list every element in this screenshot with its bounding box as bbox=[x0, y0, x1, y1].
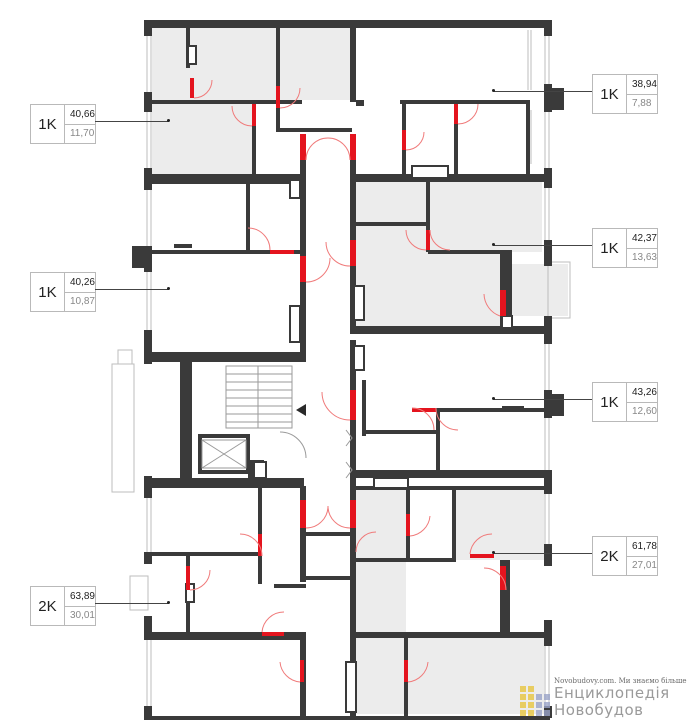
total-area: 42,37 bbox=[626, 229, 657, 249]
apartment-card-left-2[interactable]: 1K 40,26 10,87 bbox=[30, 272, 96, 312]
apartment-type: 1K bbox=[593, 383, 627, 421]
leader-line bbox=[95, 603, 169, 604]
total-area: 40,66 bbox=[64, 105, 95, 125]
total-area: 38,94 bbox=[626, 75, 657, 95]
entry-arrow-icon bbox=[296, 404, 306, 416]
shafts bbox=[185, 45, 513, 713]
total-area: 40,26 bbox=[64, 273, 95, 293]
windows bbox=[111, 30, 571, 706]
living-area: 30,01 bbox=[69, 610, 95, 622]
leader-dot bbox=[492, 89, 495, 92]
leader-line bbox=[95, 121, 169, 122]
leader-line bbox=[494, 553, 592, 554]
leader-line bbox=[95, 289, 169, 290]
leader-dot bbox=[167, 601, 170, 604]
apartment-card-right-1[interactable]: 1K 38,94 7,88 bbox=[592, 74, 658, 114]
leader-line bbox=[494, 399, 592, 400]
leader-line bbox=[494, 91, 592, 92]
apartment-card-right-4[interactable]: 2K 61,78 27,01 bbox=[592, 536, 658, 576]
doors bbox=[186, 78, 507, 683]
apartment-type: 2K bbox=[593, 537, 627, 575]
watermark-site: Novobudovy.com. Ми знаємо більше bbox=[554, 677, 687, 685]
leader-dot bbox=[167, 119, 170, 122]
living-area: 13,63 bbox=[631, 252, 657, 264]
apartment-type: 1K bbox=[593, 229, 627, 267]
stairs bbox=[201, 365, 353, 479]
walls bbox=[132, 20, 564, 720]
total-area: 61,78 bbox=[626, 537, 657, 557]
apartment-type: 1K bbox=[31, 273, 65, 311]
living-area: 7,88 bbox=[631, 98, 652, 110]
watermark-line2: Новобудов bbox=[554, 701, 644, 719]
apartment-type: 2K bbox=[31, 587, 65, 625]
apartment-card-left-3[interactable]: 2K 63,89 30,01 bbox=[30, 586, 96, 626]
apartment-card-left-1[interactable]: 1K 40,66 11,70 bbox=[30, 104, 96, 144]
leader-dot bbox=[492, 551, 495, 554]
total-area: 43,26 bbox=[626, 383, 657, 403]
apartment-type: 1K bbox=[31, 105, 65, 143]
living-area: 27,01 bbox=[631, 560, 657, 572]
apartment-card-right-3[interactable]: 1K 43,26 12,60 bbox=[592, 382, 658, 422]
leader-dot bbox=[167, 287, 170, 290]
leader-dot bbox=[492, 243, 495, 246]
watermark-line1: Енциклопедія bbox=[554, 684, 670, 702]
living-area: 12,60 bbox=[631, 406, 657, 418]
apartment-type: 1K bbox=[593, 75, 627, 113]
living-area: 10,87 bbox=[69, 296, 95, 308]
watermark: Novobudovy.com. Ми знаємо більше Енцикло… bbox=[518, 676, 687, 721]
encyclopedia-logo-icon bbox=[520, 686, 550, 716]
living-area: 11,70 bbox=[69, 128, 95, 140]
leader-line bbox=[494, 245, 592, 246]
leader-dot bbox=[492, 397, 495, 400]
apartment-card-right-2[interactable]: 1K 42,37 13,63 bbox=[592, 228, 658, 268]
total-area: 63,89 bbox=[64, 587, 95, 607]
